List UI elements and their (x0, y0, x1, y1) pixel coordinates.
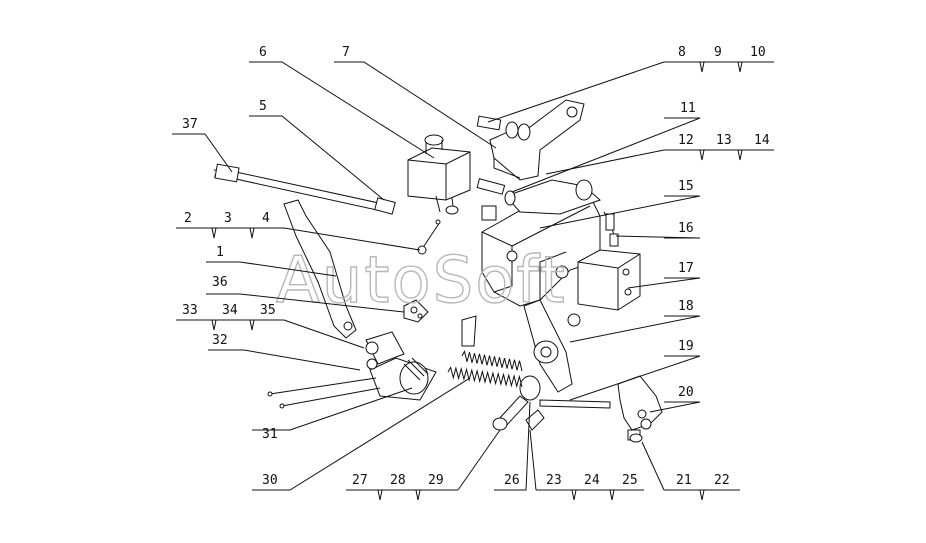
callout-2: 2 (184, 211, 192, 226)
leader-lines (172, 61, 774, 501)
bolt-21-22 (629, 433, 643, 443)
callout-10: 10 (750, 45, 766, 60)
callout-6: 6 (259, 45, 267, 60)
callout-21: 21 (676, 473, 692, 488)
callout-23: 23 (546, 473, 562, 488)
callout-29: 29 (428, 473, 444, 488)
callout-22: 22 (714, 473, 730, 488)
callout-28: 28 (390, 473, 406, 488)
plate-36 (403, 299, 429, 323)
springs-30 (447, 315, 523, 389)
callout-17: 17 (678, 261, 694, 276)
callout-11: 11 (680, 101, 696, 116)
pins-23-29 (492, 375, 545, 431)
callout-37: 37 (182, 117, 198, 132)
callout-5: 5 (259, 99, 267, 114)
callout-9: 9 (714, 45, 722, 60)
callout-16: 16 (678, 221, 694, 236)
callout-7: 7 (342, 45, 350, 60)
callout-13: 13 (716, 133, 732, 148)
callout-8: 8 (678, 45, 686, 60)
callout-12: 12 (678, 133, 694, 148)
pedal-1 (283, 199, 357, 339)
callout-14: 14 (754, 133, 770, 148)
callout-25: 25 (622, 473, 638, 488)
callout-27: 27 (352, 473, 368, 488)
solenoid-6 (407, 134, 471, 215)
bracket-7 (489, 99, 585, 181)
callout-26: 26 (504, 473, 520, 488)
bolt-11-12 (476, 178, 516, 221)
callout-4: 4 (262, 211, 270, 226)
callout-20: 20 (678, 385, 694, 400)
callout-31: 31 (262, 427, 278, 442)
fitting-16 (603, 211, 619, 247)
lever-18 (523, 299, 581, 393)
callout-36: 36 (212, 275, 228, 290)
callout-24: 24 (584, 473, 600, 488)
callout-34: 34 (222, 303, 238, 318)
callout-35: 35 (260, 303, 276, 318)
callout-19: 19 (678, 339, 694, 354)
actuator-31 (267, 331, 437, 409)
watermark-text: AutoSoft (276, 244, 567, 318)
callout-32: 32 (212, 333, 228, 348)
callout-15: 15 (678, 179, 694, 194)
parts-drawing (213, 99, 663, 443)
callout-18: 18 (678, 299, 694, 314)
callout-33: 33 (182, 303, 198, 318)
cylinder-17 (577, 249, 641, 311)
main-bracket-15 (481, 179, 601, 307)
callout-labels: 37 5 6 7 8 9 10 11 12 13 14 15 16 17 18 … (182, 45, 770, 488)
lever-20 (617, 375, 663, 441)
rod-37 (213, 163, 396, 215)
small-parts-2-5 (417, 205, 459, 255)
callout-1: 1 (216, 245, 224, 260)
link-19 (539, 399, 611, 409)
callout-30: 30 (262, 473, 278, 488)
callout-3: 3 (224, 211, 232, 226)
